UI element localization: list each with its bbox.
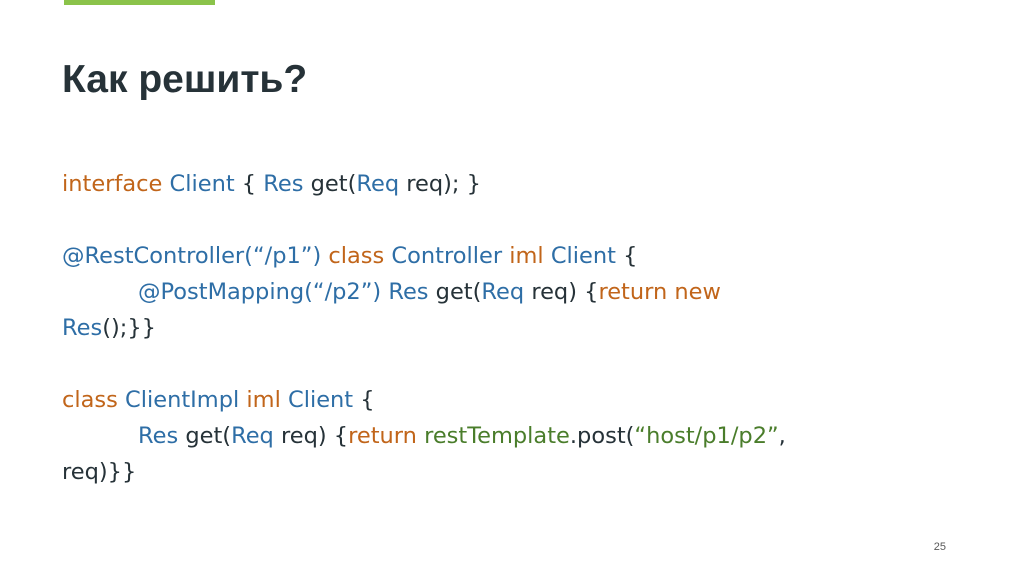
- code-text: get(: [303, 171, 357, 197]
- code-keyword: new: [667, 279, 721, 305]
- code-line-clientimpl: class ClientImpl iml Client {: [62, 382, 962, 418]
- page-number: 25: [933, 541, 946, 553]
- code-type: Req: [481, 279, 525, 305]
- code-keyword: class: [321, 243, 385, 269]
- code-keyword: class: [62, 387, 118, 413]
- code-keyword: return: [348, 423, 417, 449]
- code-text: req) {: [273, 423, 349, 449]
- code-type: Res: [381, 279, 429, 305]
- code-annotation: @PostMapping(“/p2”): [138, 279, 382, 305]
- accent-bar: [64, 0, 215, 5]
- code-text: ();}}: [102, 315, 156, 341]
- code-line-interface: interface Client { Res get(Req req); }: [62, 166, 962, 202]
- code-type: Res: [263, 171, 304, 197]
- code-type: Client: [543, 243, 616, 269]
- code-type: Res: [62, 315, 103, 341]
- code-type: Client: [162, 171, 235, 197]
- code-string: “host/p1/p2”: [634, 423, 779, 449]
- code-line-controller: @RestController(“/p1”) class Controller …: [62, 238, 962, 274]
- code-keyword: interface: [62, 171, 163, 197]
- code-text: ,: [778, 423, 786, 449]
- code-identifier: restTemplate: [416, 423, 570, 449]
- code-text: get(: [428, 279, 482, 305]
- code-text: req) {: [524, 279, 599, 305]
- code-text: {: [234, 171, 264, 197]
- code-text: get(: [178, 423, 232, 449]
- code-keyword: iml: [239, 387, 281, 413]
- code-line-resttemplate: Res get(Req req) {return restTemplate.po…: [62, 418, 962, 454]
- code-keyword: return: [598, 279, 668, 305]
- code-text: req)}}: [62, 459, 137, 485]
- code-type: ClientImpl: [117, 387, 240, 413]
- code-blank-line: [62, 346, 962, 382]
- code-type: Req: [231, 423, 274, 449]
- code-type: Client: [280, 387, 354, 413]
- code-line-postmapping-wrap: Res();}}: [62, 310, 962, 346]
- code-type: Controller: [384, 243, 503, 269]
- code-type: Res: [138, 423, 179, 449]
- code-text: req); }: [399, 171, 481, 197]
- code-annotation: @RestController(“/p1”): [62, 243, 322, 269]
- code-type: Req: [356, 171, 400, 197]
- code-line-postmapping: @PostMapping(“/p2”) Res get(Req req) {re…: [62, 274, 962, 310]
- code-blank-line: [62, 202, 962, 238]
- code-text: {: [353, 387, 375, 413]
- code-line-resttemplate-wrap: req)}}: [62, 454, 962, 490]
- code-keyword: iml: [502, 243, 544, 269]
- code-block: interface Client { Res get(Req req); } @…: [62, 166, 962, 490]
- code-text: {: [615, 243, 638, 269]
- code-text: .post(: [569, 423, 635, 449]
- slide-title: Как решить?: [62, 58, 308, 101]
